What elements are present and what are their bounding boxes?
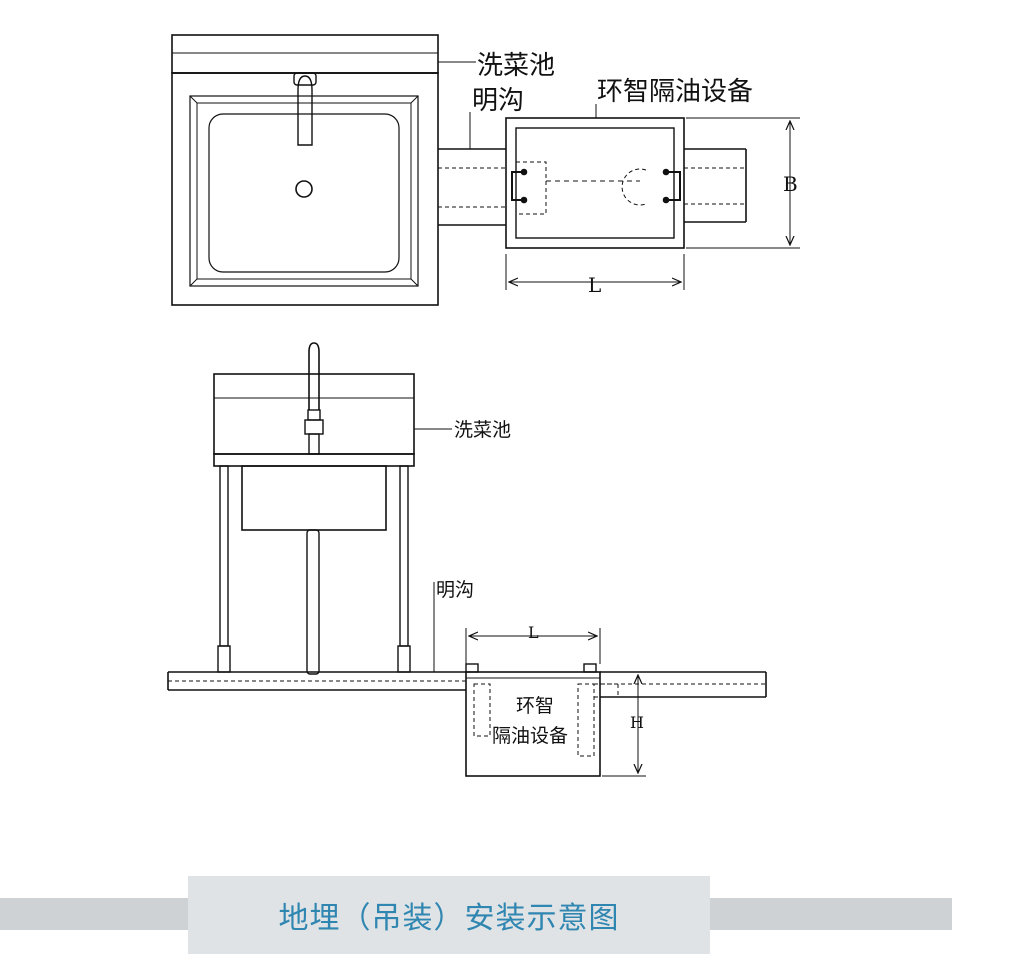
drain-pipe-side [306, 529, 320, 675]
sink-basin-frame [189, 95, 419, 287]
handle-right [668, 171, 681, 201]
outlet-baffle [577, 683, 595, 757]
top-view [171, 34, 800, 306]
dimension-l-top [505, 254, 685, 290]
label-device-side-line1: 环智 [516, 695, 554, 717]
label-sink-top: 洗菜池 [477, 51, 555, 81]
label-device-top: 环智隔油设备 [597, 77, 753, 107]
footer-title-box: 地埋（吊装）安装示意图 [188, 876, 710, 954]
inlet-baffle [473, 683, 491, 737]
label-channel-side: 明沟 [436, 579, 474, 601]
label-dim-l-side: L [528, 623, 539, 642]
sink-basin-inner [208, 113, 400, 273]
label-dim-h: H [630, 713, 644, 732]
label-device-side-line2: 隔油设备 [492, 725, 568, 747]
faucet-top [297, 75, 313, 146]
label-dim-l-top: L [588, 273, 601, 297]
faucet-side [308, 342, 320, 410]
label-channel-top: 明沟 [472, 86, 524, 116]
sink-top-outline [171, 72, 439, 306]
outlet-pipe-dashed [621, 168, 647, 206]
outlet-channel-side [600, 671, 767, 698]
sink-basin-side [241, 465, 387, 531]
sink-counter [213, 453, 415, 467]
sink-backsplash [213, 373, 415, 455]
dimension-l-side [465, 628, 601, 664]
open-channel-top [438, 148, 506, 226]
oil-separator-top [505, 117, 685, 249]
sink-leg-left [219, 465, 229, 647]
handle-left [511, 171, 522, 201]
sink-leg-right [399, 465, 409, 647]
oil-separator-side [465, 671, 601, 777]
label-dim-b: B [783, 172, 798, 196]
sink-back-rim [171, 34, 439, 74]
open-channel-side [167, 671, 466, 691]
footer-title: 地埋（吊装）安装示意图 [278, 901, 620, 936]
dimension-h [602, 671, 646, 777]
side-view [167, 342, 767, 777]
dimension-b [686, 117, 800, 249]
drain-hole [295, 180, 313, 198]
outlet-channel-top [684, 148, 747, 223]
inlet-chamber [515, 161, 547, 215]
label-sink-side: 洗菜池 [454, 419, 511, 441]
